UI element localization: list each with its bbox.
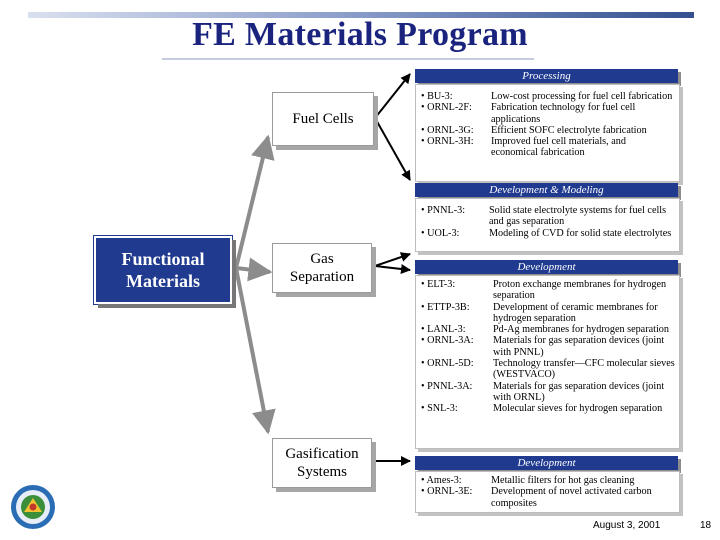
arrow-to-fuel-cells	[234, 134, 275, 269]
gas-separation-label: Gas Separation	[289, 251, 355, 285]
gasification-systems-label: Gasification Systems	[285, 446, 359, 480]
list-item: • ORNL-3G:Efficient SOFC electrolyte fab…	[421, 124, 647, 136]
title-underline	[162, 58, 534, 60]
footer-date: August 3, 2001	[593, 520, 661, 531]
page-title: FE Materials Program	[192, 16, 528, 53]
fuel-cells-node: Fuel Cells	[272, 92, 374, 146]
list-item: • PNNL-3:Solid state electrolyte systems…	[421, 205, 667, 228]
list-item: • BU-3:Low-cost processing for fuel cell…	[421, 91, 673, 102]
arrow-gassep-modeling	[374, 252, 411, 267]
list-item: • ETTP-3B:Development of ceramic membran…	[421, 301, 658, 324]
gas-separation-node: Gas Separation	[272, 243, 372, 293]
development-gasification-panel: • Ames-3:Metallic filters for hot gas cl…	[415, 471, 680, 513]
list-item: • PNNL-3A:Materials for gas separation d…	[421, 380, 665, 403]
arrow-to-gas-separation	[235, 257, 273, 282]
list-item: • ORNL-3A:Materials for gas separation d…	[421, 335, 665, 358]
functional-materials-node: Functional Materials	[94, 236, 232, 304]
processing-panel: • BU-3:Low-cost processing for fuel cell…	[415, 84, 680, 182]
arrow-gassep-development	[374, 264, 411, 274]
gasification-systems-node: Gasification Systems	[272, 438, 372, 488]
arrow-fuelcells-modeling	[374, 117, 411, 181]
arrow-fuelcells-processing	[374, 73, 411, 119]
list-item: • ORNL-3H:Improved fuel cell materials, …	[421, 136, 626, 159]
list-item: • UOL-3:Modeling of CVD for solid state …	[421, 227, 672, 239]
development-gasification-header: Development	[415, 456, 678, 470]
development-gas-header: Development	[415, 260, 678, 274]
title-decor-bar	[28, 12, 694, 18]
list-item: • ORNL-5D:Technology transfer—CFC molecu…	[421, 358, 675, 381]
fuel-cells-label: Fuel Cells	[292, 111, 354, 127]
list-item: • SNL-3:Molecular sieves for hydrogen se…	[421, 403, 663, 415]
page-number: 18	[700, 520, 712, 531]
processing-header: Processing	[415, 69, 678, 83]
list-item: • ORNL-2F:Fabrication technology for fue…	[421, 102, 636, 125]
list-item: • ELT-3:Proton exchange membranes for hy…	[421, 279, 667, 302]
dev-modeling-header: Development & Modeling	[415, 183, 678, 197]
doe-seal-icon	[11, 485, 55, 529]
list-item: • Ames-3:Metallic filters for hot gas cl…	[421, 475, 635, 486]
dev-modeling-panel: • PNNL-3:Solid state electrolyte systems…	[415, 198, 680, 252]
functional-materials-label: Functional Materials	[121, 249, 205, 291]
list-item: • LANL-3:Pd-Ag membranes for hydrogen se…	[421, 324, 669, 336]
development-gas-panel: • ELT-3:Proton exchange membranes for hy…	[415, 275, 680, 449]
arrow-to-gasification	[234, 267, 276, 435]
list-item: • ORNL-3E:Development of novel activated…	[421, 486, 652, 509]
